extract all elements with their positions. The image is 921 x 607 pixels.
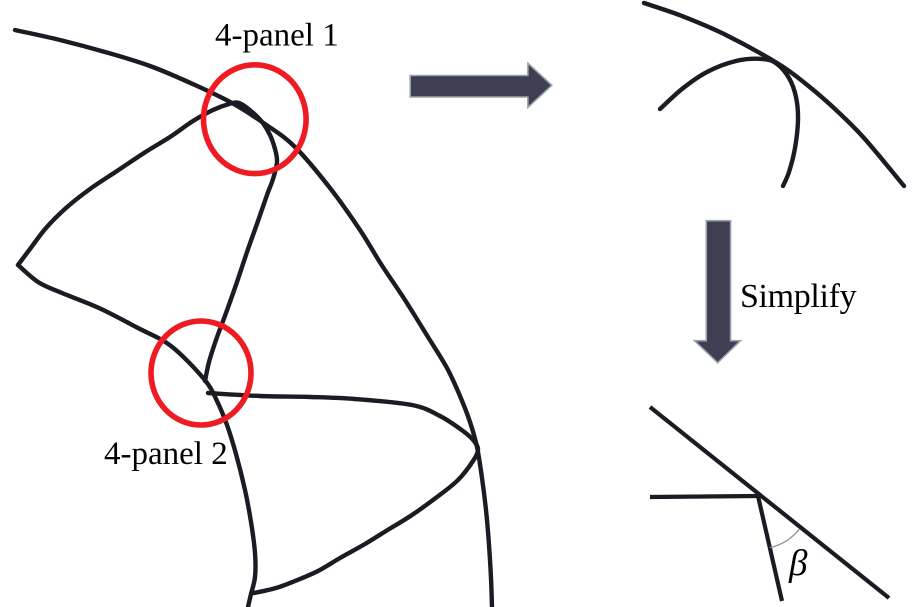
svg-text:4-panel 1: 4-panel 1 [215,18,339,54]
svg-text:Simplify: Simplify [740,278,857,315]
svg-text:4-panel 2: 4-panel 2 [104,436,228,472]
svg-text:β: β [788,543,808,584]
